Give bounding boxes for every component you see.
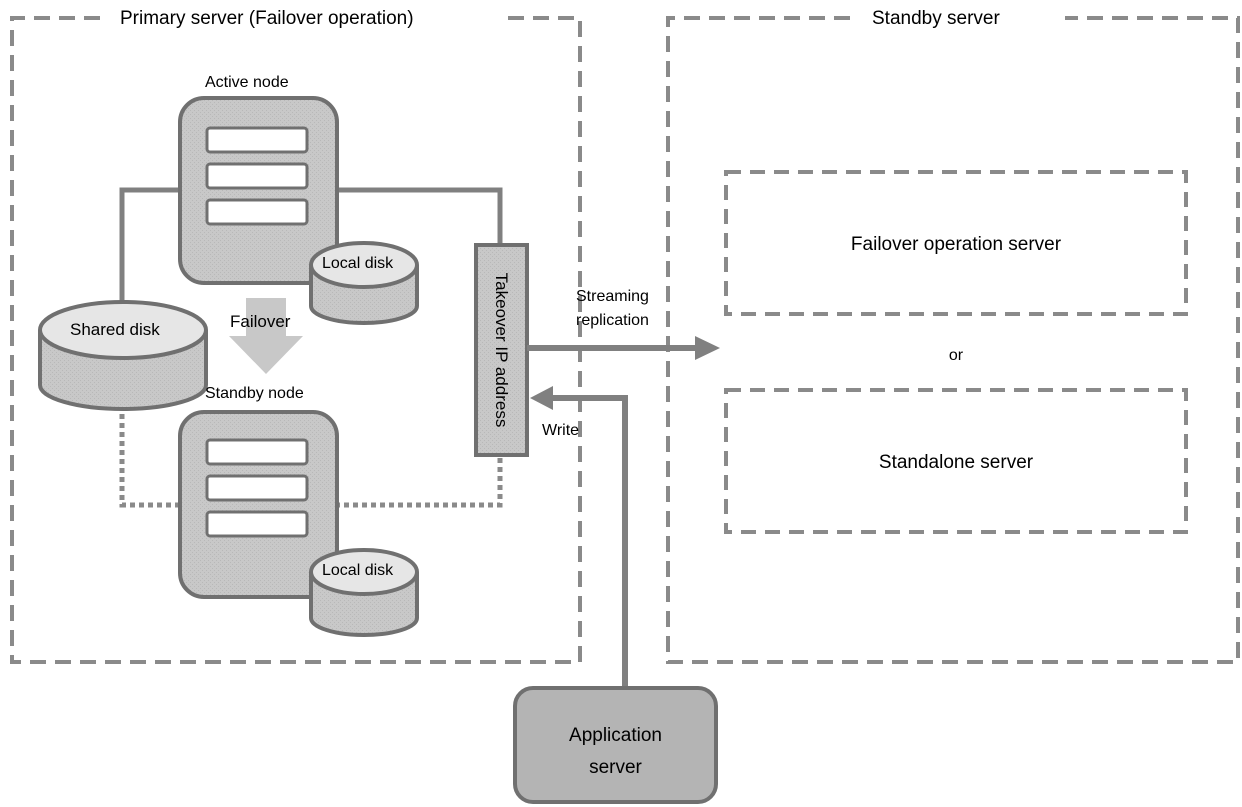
write-label: Write bbox=[542, 422, 580, 439]
failover-arrow bbox=[229, 298, 303, 374]
failover-operation-server-box bbox=[724, 170, 1188, 316]
streaming-replication-arrow bbox=[527, 336, 720, 360]
or-label: or bbox=[948, 347, 964, 364]
standby-node-label: Standby node bbox=[205, 385, 304, 402]
streaming-label-line2: replication bbox=[576, 312, 649, 329]
failover-label: Failover bbox=[230, 312, 291, 331]
application-server-label-line2: server bbox=[589, 757, 642, 778]
takeover-ip-box bbox=[474, 243, 529, 457]
standby-server-title: Standby server bbox=[872, 8, 1000, 29]
streaming-label-line1: Streaming bbox=[576, 288, 649, 305]
application-server-label-line1: Application bbox=[569, 725, 662, 746]
standalone-server-box bbox=[724, 388, 1188, 534]
active-local-disk-label: Local disk bbox=[322, 255, 394, 272]
standby-local-disk-label: Local disk bbox=[322, 562, 394, 579]
active-network-line bbox=[119, 187, 503, 310]
failover-operation-server-label: Failover operation server bbox=[850, 234, 1062, 255]
standby-node-server bbox=[178, 410, 339, 599]
standby-local-disk bbox=[309, 548, 419, 637]
primary-server-boundary bbox=[10, 16, 582, 664]
primary-server-title: Primary server (Failover operation) bbox=[120, 8, 414, 29]
standby-server-boundary bbox=[666, 16, 1240, 664]
active-node-server bbox=[178, 96, 339, 285]
standby-network-line bbox=[119, 405, 503, 508]
shared-disk bbox=[38, 300, 208, 411]
standalone-server-label: Standalone server bbox=[878, 452, 1034, 473]
application-server-box bbox=[513, 686, 718, 804]
shared-disk-label: Shared disk bbox=[70, 320, 160, 339]
takeover-ip-label: Takeover IP address bbox=[491, 272, 511, 428]
active-local-disk bbox=[309, 241, 419, 325]
write-arrow bbox=[530, 386, 628, 688]
active-node-label: Active node bbox=[205, 74, 289, 91]
